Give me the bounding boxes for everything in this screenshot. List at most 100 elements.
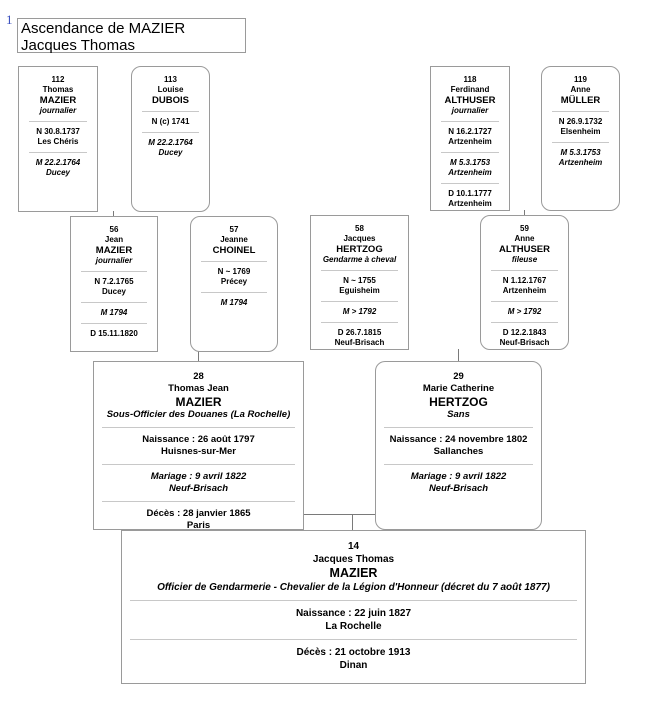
divider xyxy=(384,464,533,465)
person-number: 57 xyxy=(229,225,239,234)
person-surname: MAZIER xyxy=(39,95,77,106)
divider xyxy=(102,464,295,465)
page-title: Ascendance de MAZIER Jacques Thomas xyxy=(17,18,246,54)
marriage-date: Mariage : 9 avril 1822 xyxy=(150,471,247,482)
connector-29-up xyxy=(458,349,459,361)
person-first-name: Louise xyxy=(157,85,184,94)
marriage-place: Neuf-Brisach xyxy=(168,483,229,494)
birth-place: La Rochelle xyxy=(325,621,382,632)
marriage-place: Artzenheim xyxy=(448,168,492,177)
page-number: 1 xyxy=(6,12,13,27)
divider xyxy=(441,183,499,184)
death-place: Artzenheim xyxy=(448,199,492,208)
person-first-name: Jacques xyxy=(343,234,376,243)
divider xyxy=(441,152,499,153)
birth-date: N ~ 1769 xyxy=(217,267,251,276)
connector-56-up xyxy=(113,211,114,216)
person-box-57: 57 Jeanne CHOINEL N ~ 1769 Précey M 1794 xyxy=(190,216,278,352)
death-place: Dinan xyxy=(339,660,368,671)
divider xyxy=(142,132,199,133)
divider xyxy=(384,427,533,428)
person-number: 29 xyxy=(453,371,464,382)
person-surname: HERTZOG xyxy=(336,244,383,255)
person-surname: DUBOIS xyxy=(152,95,189,106)
death-date: Décès : 21 octobre 1913 xyxy=(296,647,411,658)
person-occupation: Officier de Gendarmerie - Chevalier de l… xyxy=(157,582,550,593)
person-box-56: 56 Jean MAZIER journalier N 7.2.1765 Duc… xyxy=(70,216,158,352)
person-first-name: Jacques Thomas xyxy=(312,554,395,565)
person-box-113: 113 Louise DUBOIS N (c) 1741 M 22.2.1764… xyxy=(131,66,210,212)
connector-59-up xyxy=(524,210,525,216)
person-first-name: Anne xyxy=(514,234,535,243)
connector-28-up xyxy=(198,351,199,361)
birth-date: Naissance : 24 novembre 1802 xyxy=(389,434,528,445)
divider xyxy=(29,121,87,122)
person-box-29: 29 Marie Catherine HERTZOG Sans Naissanc… xyxy=(375,361,542,530)
person-surname: MÜLLER xyxy=(560,95,601,106)
divider xyxy=(102,501,295,502)
person-first-name: Thomas xyxy=(42,85,74,94)
birth-place: Huisnes-sur-Mer xyxy=(161,446,236,457)
person-occupation: Sous-Officier des Douanes (La Rochelle) xyxy=(106,409,291,420)
divider xyxy=(201,292,267,293)
birth-date: N 26.9.1732 xyxy=(558,117,603,126)
death-date: D 26.7.1815 xyxy=(337,328,382,337)
divider xyxy=(321,270,398,271)
death-place: Paris xyxy=(186,520,211,531)
birth-date: N 30.8.1737 xyxy=(36,127,80,136)
birth-date: N (c) 1741 xyxy=(151,117,190,126)
marriage-date: M 22.2.1764 xyxy=(148,138,193,147)
person-occupation: Sans xyxy=(447,409,470,420)
birth-place: Précey xyxy=(220,277,248,286)
divider xyxy=(29,152,87,153)
person-number: 28 xyxy=(193,371,204,382)
marriage-date: M > 1792 xyxy=(342,307,377,316)
divider xyxy=(441,121,499,122)
marriage-place: Neuf-Brisach xyxy=(428,483,489,494)
birth-date: Naissance : 26 août 1797 xyxy=(142,434,255,445)
death-date: D 15.11.1820 xyxy=(90,329,138,338)
person-number: 14 xyxy=(347,541,360,552)
birth-place: Elsenheim xyxy=(560,127,601,136)
person-first-name: Jeanne xyxy=(220,235,248,244)
person-occupation: journalier xyxy=(39,106,77,115)
person-first-name: Thomas Jean xyxy=(168,383,229,394)
person-number: 56 xyxy=(109,225,119,234)
marriage-date: M 1794 xyxy=(100,308,128,317)
connector-14-up xyxy=(352,514,353,530)
divider xyxy=(130,600,577,601)
person-box-28: 28 Thomas Jean MAZIER Sous-Officier des … xyxy=(93,361,304,531)
person-occupation: journalier xyxy=(451,106,489,115)
divider xyxy=(321,322,398,323)
divider xyxy=(102,427,295,428)
birth-date: Naissance : 22 juin 1827 xyxy=(295,608,412,619)
divider xyxy=(552,111,609,112)
person-box-14: 14 Jacques Thomas MAZIER Officier de Gen… xyxy=(121,530,586,684)
divider xyxy=(201,261,267,262)
divider xyxy=(130,639,577,640)
person-surname: ALTHUSER xyxy=(498,244,551,255)
birth-place: Sallanches xyxy=(433,446,484,457)
person-number: 112 xyxy=(51,75,65,84)
person-surname: HERTZOG xyxy=(429,395,488,409)
person-box-59: 59 Anne ALTHUSER fileuse N 1.12.1767 Art… xyxy=(480,215,569,350)
person-first-name: Anne xyxy=(570,85,591,94)
person-box-119: 119 Anne MÜLLER N 26.9.1732 Elsenheim M … xyxy=(541,66,620,211)
death-date: D 12.2.1843 xyxy=(502,328,547,337)
person-first-name: Marie Catherine xyxy=(422,383,495,394)
person-surname: ALTHUSER xyxy=(444,95,496,106)
divider xyxy=(142,111,199,112)
person-number: 119 xyxy=(574,75,587,84)
divider xyxy=(321,301,398,302)
divider xyxy=(491,322,558,323)
person-surname: CHOINEL xyxy=(212,245,256,256)
marriage-date: M > 1792 xyxy=(507,307,542,316)
person-box-58: 58 Jacques HERTZOG Gendarme à cheval N ~… xyxy=(310,215,409,350)
marriage-place: Ducey xyxy=(158,148,183,157)
death-place: Neuf-Brisach xyxy=(334,338,385,347)
person-surname: MAZIER xyxy=(329,566,378,580)
birth-date: N 16.2.1727 xyxy=(448,127,492,136)
divider xyxy=(491,301,558,302)
person-box-118: 118 Ferdinand ALTHUSER journalier N 16.2… xyxy=(430,66,510,211)
death-date: Décès : 28 janvier 1865 xyxy=(146,508,251,519)
